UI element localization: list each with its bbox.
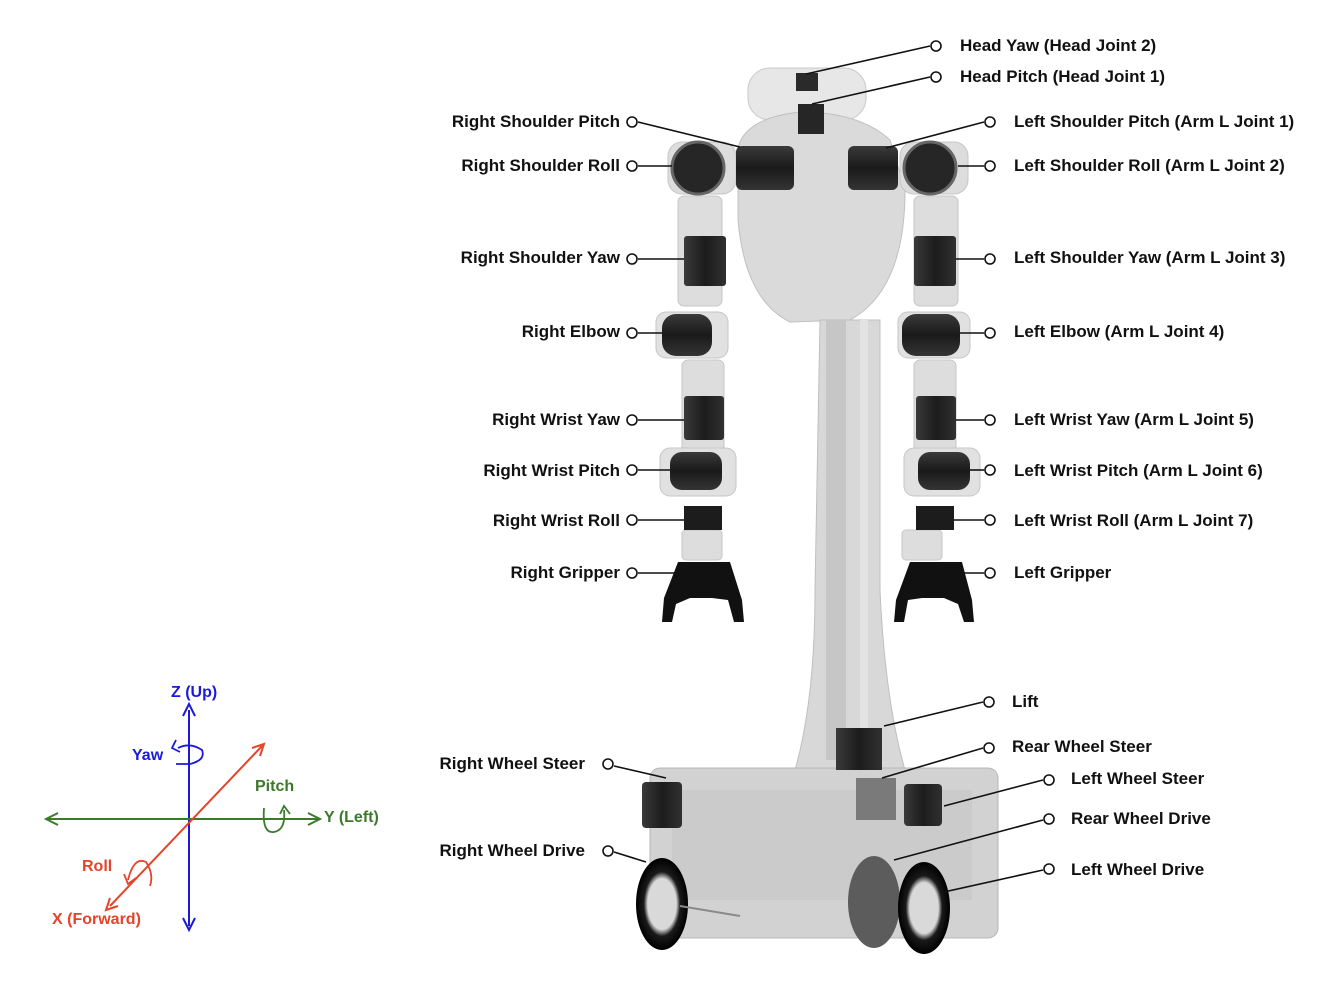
label-lift: Lift: [1012, 692, 1039, 711]
z-axis-arrow-up: [182, 701, 196, 717]
right-wheel-steer-actuator: [642, 782, 682, 828]
rear-wheel-steer-actuator: [856, 778, 896, 820]
label-left-wrist-roll: Left Wrist Roll (Arm L Joint 7): [1014, 511, 1254, 530]
label-right-wheel-steer: Right Wheel Steer: [439, 754, 585, 773]
label-left-wheel-steer: Left Wheel Steer: [1071, 769, 1205, 788]
label-rear-wheel-steer: Rear Wheel Steer: [1012, 737, 1152, 756]
right-shoulder-pitch-actuator: [736, 146, 794, 190]
left-wrist-roll-actuator: [916, 506, 954, 530]
left-shoulder-pitch-actuator: [848, 146, 898, 190]
left-shoulder-yaw-actuator: [914, 236, 956, 286]
label-head-yaw: Head Yaw (Head Joint 2): [960, 36, 1157, 55]
axis-label-yaw: Yaw: [132, 747, 164, 764]
left-wrist-pitch-actuator: [918, 452, 970, 490]
label-rear-wheel-drive: Rear Wheel Drive: [1071, 809, 1211, 828]
label-right-wrist-yaw: Right Wrist Yaw: [492, 410, 620, 429]
lift-rail: [826, 320, 846, 760]
left-hand-link: [901, 529, 943, 561]
roll-rotation-icon: [127, 859, 153, 887]
rear-wheel: [848, 856, 900, 948]
x-axis-line: [109, 745, 263, 907]
right-wrist-pitch-actuator: [670, 452, 722, 490]
label-right-wrist-roll: Right Wrist Roll: [492, 511, 620, 530]
label-left-gripper: Left Gripper: [1014, 563, 1112, 582]
left-elbow-actuator: [902, 314, 960, 356]
right-wheel: [636, 858, 688, 950]
right-shoulder-yaw-actuator: [684, 236, 726, 286]
axis-label-roll: Roll: [82, 858, 113, 875]
label-left-shoulder-yaw: Left Shoulder Yaw (Arm L Joint 3): [1014, 248, 1286, 267]
label-right-wrist-pitch: Right Wrist Pitch: [483, 461, 620, 480]
label-right-shoulder-pitch: Right Shoulder Pitch: [451, 112, 620, 131]
axis-gizmo: [43, 701, 323, 933]
left-shoulder-roll-actuator: [902, 140, 958, 196]
y-axis-arrow-left: [43, 812, 59, 826]
label-left-wheel-drive: Left Wheel Drive: [1071, 860, 1205, 879]
axis-label-z: Z (Up): [171, 684, 218, 701]
right-gripper-shape: [662, 562, 744, 622]
label-left-shoulder-roll: Left Shoulder Roll (Arm L Joint 2): [1014, 156, 1285, 175]
right-wrist-roll-actuator: [684, 506, 722, 530]
label-head-pitch: Head Pitch (Head Joint 1): [960, 67, 1165, 86]
lift-column: [794, 319, 906, 771]
axis-label-pitch: Pitch: [255, 778, 295, 795]
label-right-wheel-drive: Right Wheel Drive: [439, 841, 585, 860]
label-right-shoulder-yaw: Right Shoulder Yaw: [460, 248, 620, 267]
label-right-gripper: Right Gripper: [510, 563, 620, 582]
head-yaw-actuator: [796, 73, 818, 91]
label-left-shoulder-pitch: Left Shoulder Pitch (Arm L Joint 1): [1014, 112, 1295, 131]
x-axis-arrow-fwd: [104, 897, 119, 912]
left-wheel: [898, 862, 950, 954]
torso-shell: [737, 111, 906, 323]
yaw-rotation-icon: [176, 744, 204, 765]
leader-lines: [602, 40, 1055, 893]
pitch-rotation-icon: [262, 807, 286, 833]
right-axle: [679, 905, 741, 917]
label-right-shoulder-roll: Right Shoulder Roll: [461, 156, 620, 175]
right-shoulder-roll-actuator: [670, 140, 726, 196]
left-gripper-shape: [894, 562, 974, 622]
left-wrist-yaw-actuator: [916, 396, 956, 440]
left-wheel-steer-actuator: [904, 784, 942, 826]
label-right-elbow: Right Elbow: [521, 322, 620, 341]
right-wrist-yaw-actuator: [684, 396, 724, 440]
x-axis-arrow-back: [251, 742, 266, 757]
y-axis-arrow-right: [307, 812, 323, 826]
right-hand-link: [681, 529, 723, 561]
lift-actuator: [836, 728, 882, 770]
right-elbow-actuator: [662, 314, 712, 356]
head-pitch-actuator: [798, 104, 824, 134]
robot-body: [649, 67, 999, 939]
axis-label-x: X (Forward): [52, 911, 141, 928]
actuators: [636, 73, 974, 954]
label-left-wrist-yaw: Left Wrist Yaw (Arm L Joint 5): [1014, 410, 1254, 429]
axis-label-y: Y (Left): [324, 809, 379, 826]
z-axis-arrow-down: [182, 917, 196, 933]
label-left-elbow: Left Elbow (Arm L Joint 4): [1014, 322, 1225, 341]
label-left-wrist-pitch: Left Wrist Pitch (Arm L Joint 6): [1014, 461, 1263, 480]
lift-scale: [860, 320, 868, 750]
